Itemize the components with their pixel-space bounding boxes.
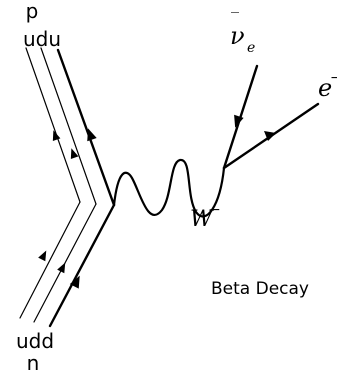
top-quarks-label: udu	[23, 27, 61, 51]
bottom-quarks-label: udd	[16, 329, 54, 353]
diagram-caption: Beta Decay	[211, 279, 309, 299]
electron-label: e −	[318, 70, 337, 102]
w-boson-propagator	[112, 158, 226, 218]
lepton-lines	[222, 64, 320, 170]
bottom-particle-label: n	[27, 351, 40, 375]
electron-superscript: −	[330, 70, 337, 86]
arrow-antineutrino	[234, 114, 244, 128]
quark-line-u-upper	[25, 47, 81, 203]
arrow-quark-u-lower	[38, 250, 47, 262]
arrow-electron	[264, 131, 276, 141]
outgoing-quark-lines	[25, 47, 116, 207]
quark-line-d2-lower	[48, 203, 116, 328]
quark-line-u-lower	[19, 201, 81, 319]
antineutrino-label: ν ‾ e	[230, 9, 255, 56]
arrow-quark-u-upper	[52, 130, 61, 142]
antineutrino-subscript: e	[247, 40, 255, 56]
boson-symbol: W	[190, 207, 215, 232]
antineutrino-symbol: ν	[230, 22, 245, 50]
boson-superscript: −	[209, 202, 221, 218]
top-particle-label: p	[26, 0, 39, 23]
arrow-quark-d-lower	[57, 262, 66, 274]
arrow-quark-d2-lower	[69, 275, 80, 289]
arrow-quark-u2-upper	[87, 128, 97, 142]
boson-label: W −	[190, 202, 221, 232]
antineutrino-bar: ‾	[231, 9, 239, 28]
incoming-quark-lines	[19, 201, 116, 328]
quark-line-u2-upper	[56, 48, 116, 207]
quark-line-d-upper	[40, 47, 97, 205]
arrow-quark-d-upper	[70, 148, 79, 160]
electron-symbol: e	[318, 74, 332, 102]
